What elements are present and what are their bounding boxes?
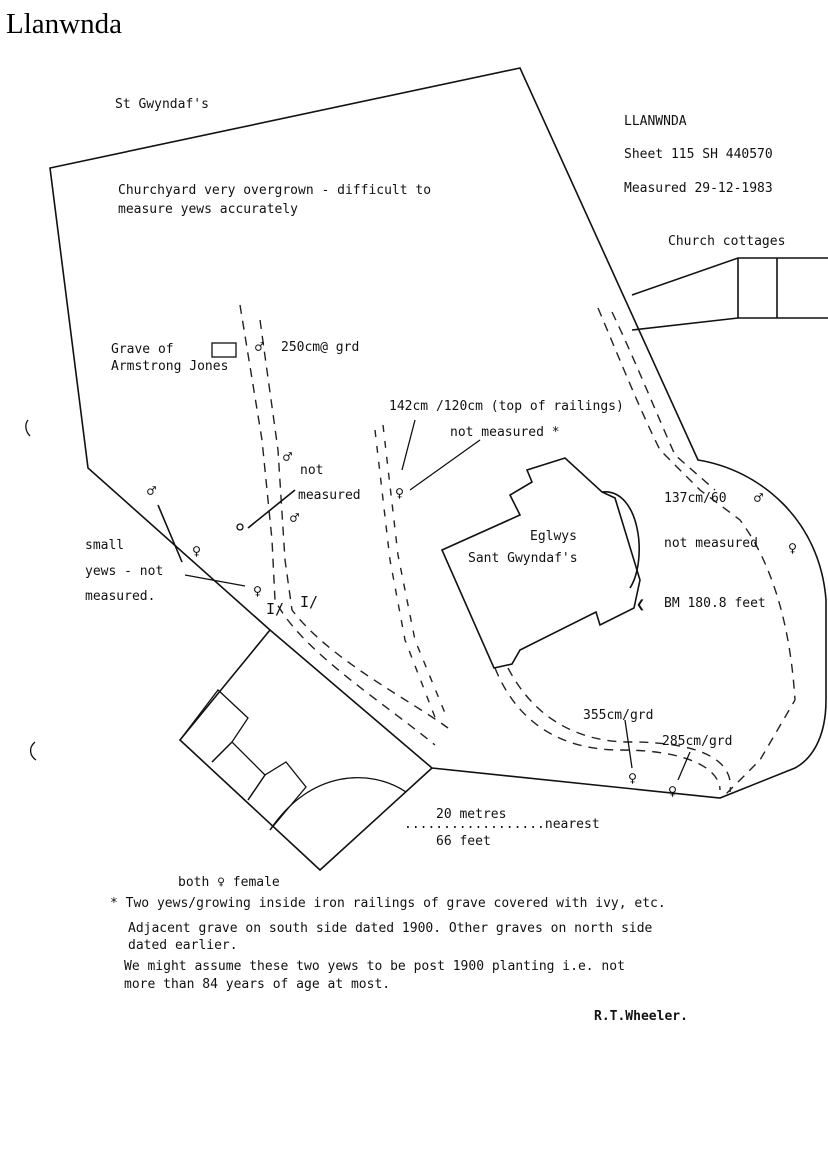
measured-date: Measured 29-12-1983: [624, 181, 773, 196]
scale-metres: 20 metres: [436, 807, 506, 822]
female-symbol: ♀: [253, 582, 262, 600]
footnote-4: We might assume these two yews to be pos…: [124, 959, 625, 974]
male-symbol: ♂: [290, 509, 299, 527]
grave-marker: [211, 342, 237, 358]
yew-marker: I/: [266, 600, 284, 618]
signature: R.T.Wheeler.: [594, 1009, 688, 1024]
church-building: [440, 457, 641, 669]
church-name-label: St Gwyndaf's: [115, 97, 209, 112]
male-symbol: ♂: [255, 338, 264, 356]
sheet-ref: Sheet 115 SH 440570: [624, 147, 773, 162]
female-symbol: ♀: [788, 539, 797, 557]
footnote-5: more than 84 years of age at most.: [124, 977, 390, 992]
churchyard-boundary: [49, 67, 827, 799]
not-label: not: [300, 463, 323, 478]
yews-not-label: yews - not: [85, 564, 163, 579]
yew-137-label: 137cm/60: [664, 491, 727, 506]
scale-feet: 66 feet: [436, 834, 491, 849]
measured-label: measured: [298, 488, 361, 503]
note-line-2: measure yews accurately: [118, 202, 298, 217]
grave-label-2: Armstrong Jones: [111, 359, 228, 374]
yew-marker: I/: [300, 593, 318, 611]
footnote-3: dated earlier.: [128, 938, 238, 953]
bm-arrow: ❮: [636, 595, 645, 613]
both-female-label: both ♀ female: [178, 875, 280, 890]
lower-enclosure: [178, 629, 433, 872]
female-symbol: ♀: [395, 484, 404, 502]
site-name: LLANWNDA: [624, 114, 687, 129]
paths: [239, 304, 796, 796]
not-measured-star: not measured *: [450, 425, 560, 440]
bm-label: BM 180.8 feet: [664, 596, 766, 611]
male-symbol: ♂: [147, 482, 156, 500]
male-symbol: ♂: [283, 448, 292, 466]
yew-355-label: 355cm/grd: [583, 708, 653, 723]
church-cottages-label: Church cottages: [668, 234, 785, 249]
church-label-1: Eglwys: [530, 529, 577, 544]
grave-label-1: Grave of: [111, 342, 174, 357]
markings: [25, 342, 691, 781]
male-symbol: ♂: [754, 489, 763, 507]
scale-bar: ..................nearest: [404, 817, 600, 832]
page-title: Llanwnda: [6, 8, 122, 40]
not-measured-label-2: not measured: [664, 536, 758, 551]
measured-label-2: measured.: [85, 589, 155, 604]
female-symbol: ♀: [192, 542, 201, 560]
note-line-1: Churchyard very overgrown - difficult to: [118, 183, 431, 198]
church-label-2: Sant Gwyndaf's: [468, 551, 578, 566]
female-symbol: ♀: [668, 782, 677, 800]
yew-142-label: 142cm /120cm (top of railings): [389, 399, 624, 414]
small-label: small: [85, 538, 124, 553]
footnote-1: * Two yews/growing inside iron railings …: [110, 896, 666, 911]
yew-285-label: 285cm/grd: [662, 734, 732, 749]
footnote-2: Adjacent grave on south side dated 1900.…: [128, 921, 653, 936]
church-cottages: [631, 257, 828, 331]
female-symbol: ♀: [628, 769, 637, 787]
yew-250-label: 250cm@ grd: [281, 340, 359, 355]
